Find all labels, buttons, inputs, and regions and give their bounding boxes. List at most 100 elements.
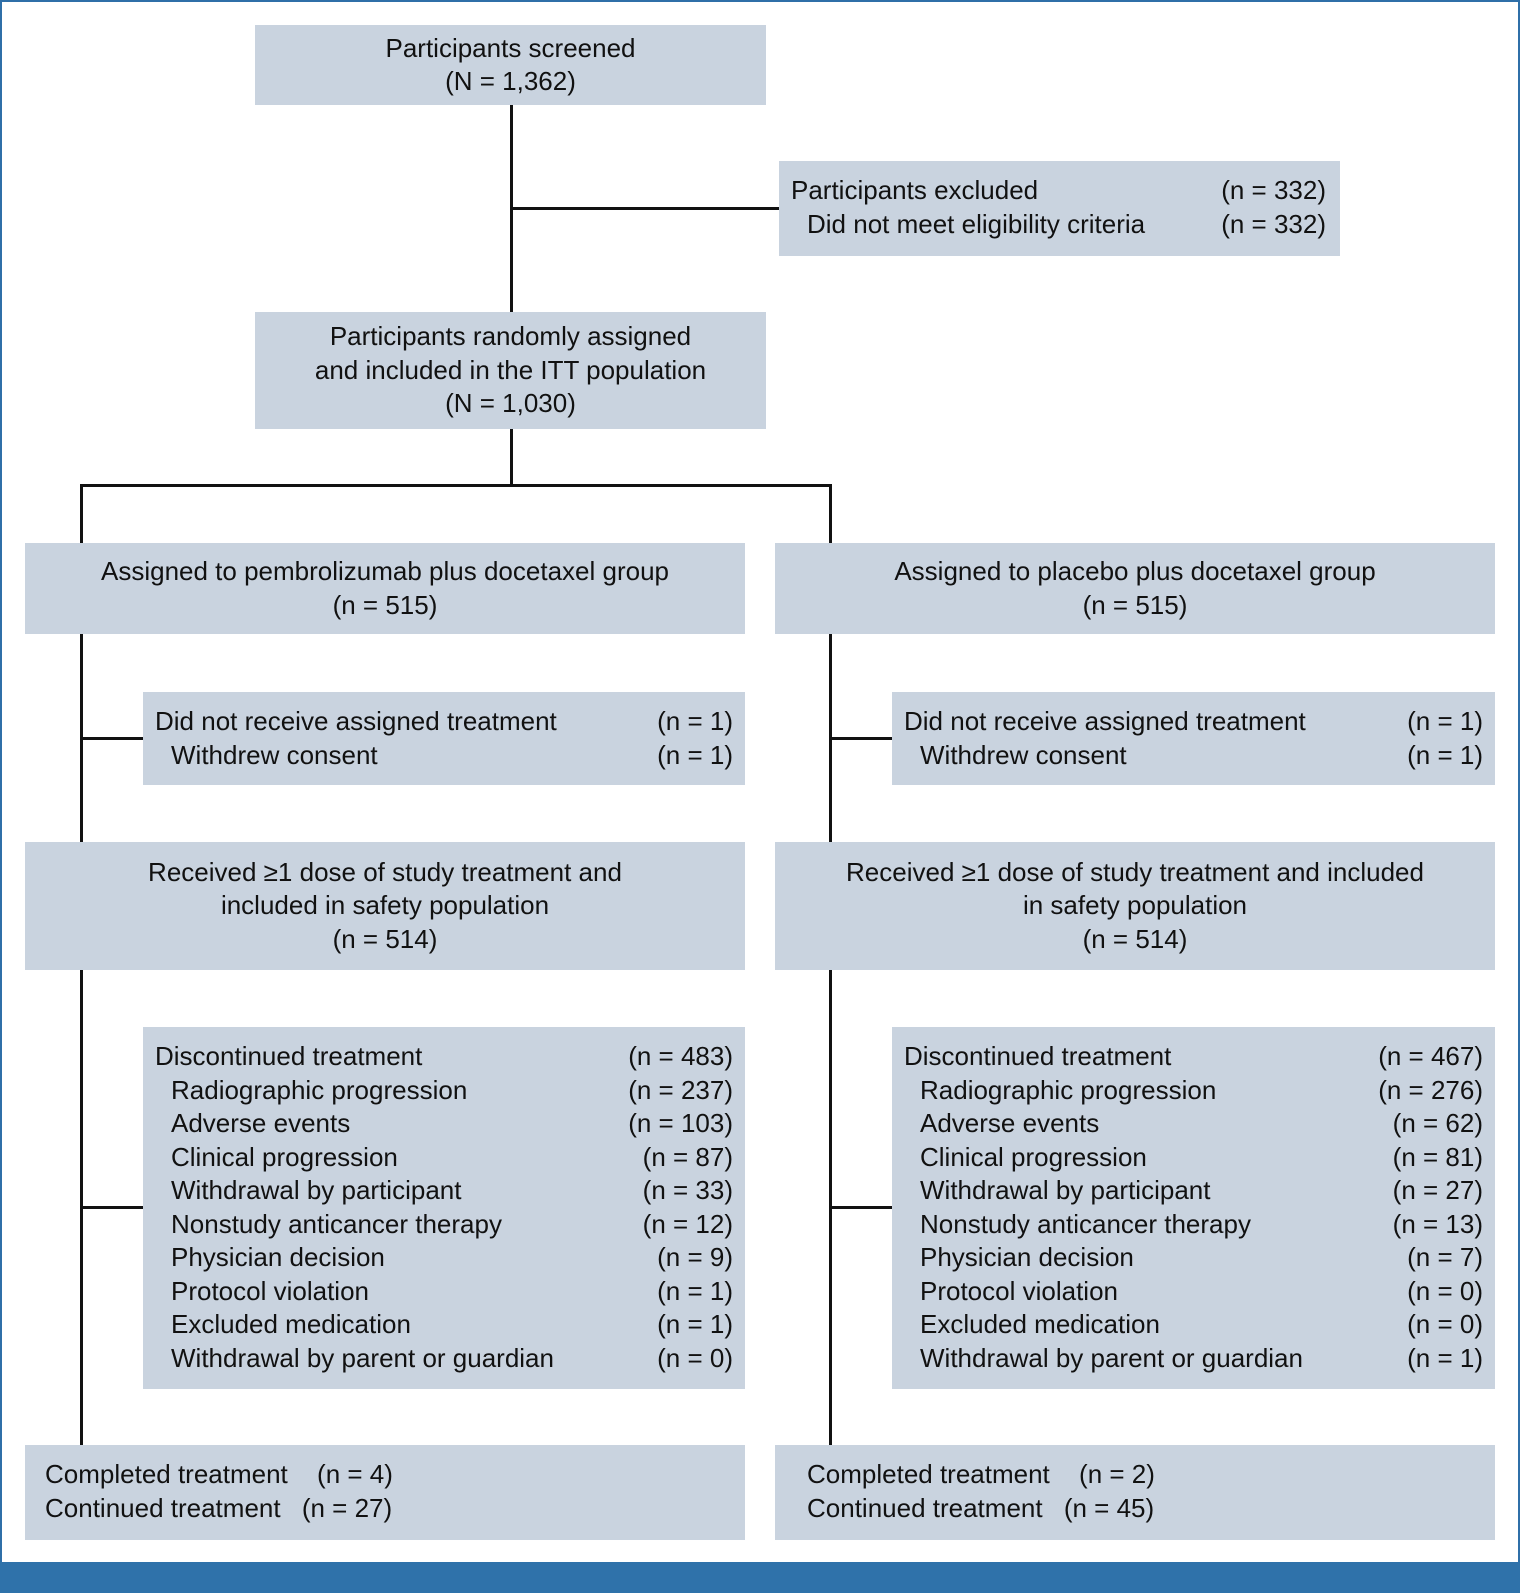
excluded-reason: Did not meet eligibility criteria <box>807 208 1146 239</box>
left-continued-row: Continued treatment (n = 27) <box>45 1492 725 1526</box>
connector-right-branch-2 <box>829 1206 892 1209</box>
right-reason-count: (n = 81) <box>1392 1141 1483 1172</box>
connector-right-branch-1 <box>829 737 892 740</box>
right-completed-count: (n = 2) <box>1079 1459 1155 1489</box>
left-reason-count: (n = 1) <box>657 1309 733 1339</box>
right-reason-row: Clinical progression (n = 81) <box>904 1141 1483 1175</box>
left-reason-count: (n = 0) <box>657 1342 733 1373</box>
right-discontinued-title-count: (n = 467) <box>1378 1041 1483 1071</box>
left-completed-count: (n = 4) <box>317 1459 393 1489</box>
connector-right-drop <box>829 484 832 544</box>
left-reason-label: Physician decision <box>171 1242 385 1272</box>
left-safety-count: (n = 514) <box>332 923 438 954</box>
left-not-received-reason: Withdrew consent <box>171 739 378 770</box>
right-reason-row: Withdrawal by parent or guardian(n = 1) <box>904 1342 1483 1376</box>
left-continued-count: (n = 27) <box>301 1492 393 1523</box>
left-reason-row: Withdrawal by parent or guardian (n = 0) <box>155 1342 733 1376</box>
right-reason-label: Adverse events <box>920 1108 1100 1138</box>
right-not-received-reason: Withdrew consent <box>920 739 1127 770</box>
excluded-box: Participants excluded (n = 332) Did not … <box>779 161 1340 256</box>
left-reason-label: Nonstudy anticancer therapy <box>171 1208 502 1239</box>
right-reason-row: Physician decision(n = 7) <box>904 1241 1483 1275</box>
right-reason-row: Nonstudy anticancer therapy (n = 13) <box>904 1208 1483 1242</box>
left-reason-label: Protocol violation <box>171 1275 369 1306</box>
left-reason-row: Adverse events(n = 103) <box>155 1107 733 1141</box>
connector-left-drop <box>80 484 83 544</box>
randomized-line1: Participants randomly assigned <box>329 321 692 352</box>
right-reason-count: (n = 276) <box>1378 1074 1483 1105</box>
left-reason-label: Clinical progression <box>171 1141 398 1172</box>
left-reason-label: Radiographic progression <box>171 1074 468 1105</box>
left-safety-line1: Received ≥1 dose of study treatment and <box>148 856 622 887</box>
randomized-box: Participants randomly assigned and inclu… <box>255 312 766 429</box>
left-reason-label: Withdrawal by parent or guardian <box>171 1342 554 1373</box>
left-assigned-box: Assigned to pembrolizumab plus docetaxel… <box>25 543 745 634</box>
left-not-received-reason-count: (n = 1) <box>657 739 733 770</box>
right-reason-label: Nonstudy anticancer therapy <box>920 1208 1251 1239</box>
right-reason-label: Clinical progression <box>920 1141 1147 1172</box>
right-reason-count: (n = 13) <box>1392 1208 1483 1239</box>
right-completed-label: Completed treatment <box>807 1459 1050 1489</box>
left-reason-row: Clinical progression (n = 87) <box>155 1141 733 1175</box>
right-final-box: Completed treatment (n = 2) Continued tr… <box>775 1445 1495 1540</box>
left-discontinued-title: Discontinued treatment <box>155 1041 423 1071</box>
connector-randomized-down <box>510 428 513 484</box>
left-reason-count: (n = 33) <box>642 1175 733 1205</box>
left-continued-label: Continued treatment <box>45 1492 281 1523</box>
right-reason-row: Radiographic progression (n = 276) <box>904 1074 1483 1108</box>
connector-left-branch-1 <box>80 737 143 740</box>
right-discontinued-title: Discontinued treatment <box>904 1041 1172 1071</box>
excluded-reason-row: Did not meet eligibility criteria (n = 3… <box>791 208 1326 242</box>
left-final-box: Completed treatment (n = 4) Continued tr… <box>25 1445 745 1540</box>
connector-excluded-branch <box>510 207 780 210</box>
left-discontinued-box: Discontinued treatment (n = 483) Radiogr… <box>143 1027 745 1389</box>
excluded-title-count: (n = 332) <box>1221 175 1326 205</box>
right-not-received-reason-row: Withdrew consent (n = 1) <box>904 739 1483 773</box>
right-reason-count: (n = 0) <box>1407 1309 1483 1339</box>
left-reason-row: Excluded medication(n = 1) <box>155 1308 733 1342</box>
left-not-received-title-count: (n = 1) <box>657 706 733 736</box>
right-safety-line2: in safety population <box>1022 890 1248 921</box>
left-reason-count: (n = 87) <box>642 1141 733 1172</box>
right-not-received-reason-count: (n = 1) <box>1407 739 1483 770</box>
right-discontinued-title-row: Discontinued treatment (n = 467) <box>904 1040 1483 1074</box>
randomized-count: (N = 1,030) <box>445 388 576 419</box>
right-reason-label: Excluded medication <box>920 1309 1160 1339</box>
right-discontinued-box: Discontinued treatment (n = 467) Radiogr… <box>892 1027 1495 1389</box>
right-reason-count: (n = 0) <box>1407 1275 1483 1306</box>
right-reason-row: Protocol violation (n = 0) <box>904 1275 1483 1309</box>
excluded-title: Participants excluded <box>791 175 1039 205</box>
connector-split-horizontal <box>80 484 832 487</box>
right-continued-row: Continued treatment (n = 45) <box>807 1492 1463 1526</box>
right-continued-count: (n = 45) <box>1063 1492 1155 1523</box>
right-reason-label: Physician decision <box>920 1242 1134 1272</box>
left-safety-line2: included in safety population <box>220 890 550 921</box>
right-not-received-box: Did not receive assigned treatment (n = … <box>892 692 1495 785</box>
right-safety-box: Received ≥1 dose of study treatment and … <box>775 842 1495 970</box>
left-not-received-box: Did not receive assigned treatment (n = … <box>143 692 745 785</box>
bottom-accent-bar <box>0 1562 1520 1593</box>
right-reason-label: Protocol violation <box>920 1275 1118 1306</box>
left-reason-count: (n = 1) <box>657 1275 733 1306</box>
left-reason-label: Adverse events <box>171 1108 351 1138</box>
right-assigned-count: (n = 515) <box>1082 589 1188 620</box>
right-reason-row: Excluded medication (n = 0) <box>904 1308 1483 1342</box>
left-reason-row: Withdrawal by participant (n = 33) <box>155 1174 733 1208</box>
left-reason-row: Nonstudy anticancer therapy(n = 12) <box>155 1208 733 1242</box>
right-safety-count: (n = 514) <box>1082 923 1188 954</box>
right-continued-label: Continued treatment <box>807 1492 1043 1523</box>
left-reason-row: Protocol violation (n = 1) <box>155 1275 733 1309</box>
right-reason-label: Radiographic progression <box>920 1074 1217 1105</box>
right-reason-count: (n = 1) <box>1407 1342 1483 1373</box>
right-not-received-title-row: Did not receive assigned treatment (n = … <box>904 705 1483 739</box>
left-reason-row: Physician decision(n = 9) <box>155 1241 733 1275</box>
excluded-reason-count: (n = 332) <box>1221 208 1326 239</box>
excluded-title-row: Participants excluded (n = 332) <box>791 174 1326 208</box>
left-reason-label: Withdrawal by participant <box>171 1175 462 1205</box>
left-assigned-title: Assigned to pembrolizumab plus docetaxel… <box>100 556 669 586</box>
connector-left-branch-2 <box>80 1206 143 1209</box>
left-safety-box: Received ≥1 dose of study treatment and … <box>25 842 745 970</box>
left-discontinued-title-count: (n = 483) <box>628 1041 733 1071</box>
left-completed-label: Completed treatment <box>45 1459 288 1489</box>
left-assigned-count: (n = 515) <box>332 589 438 620</box>
